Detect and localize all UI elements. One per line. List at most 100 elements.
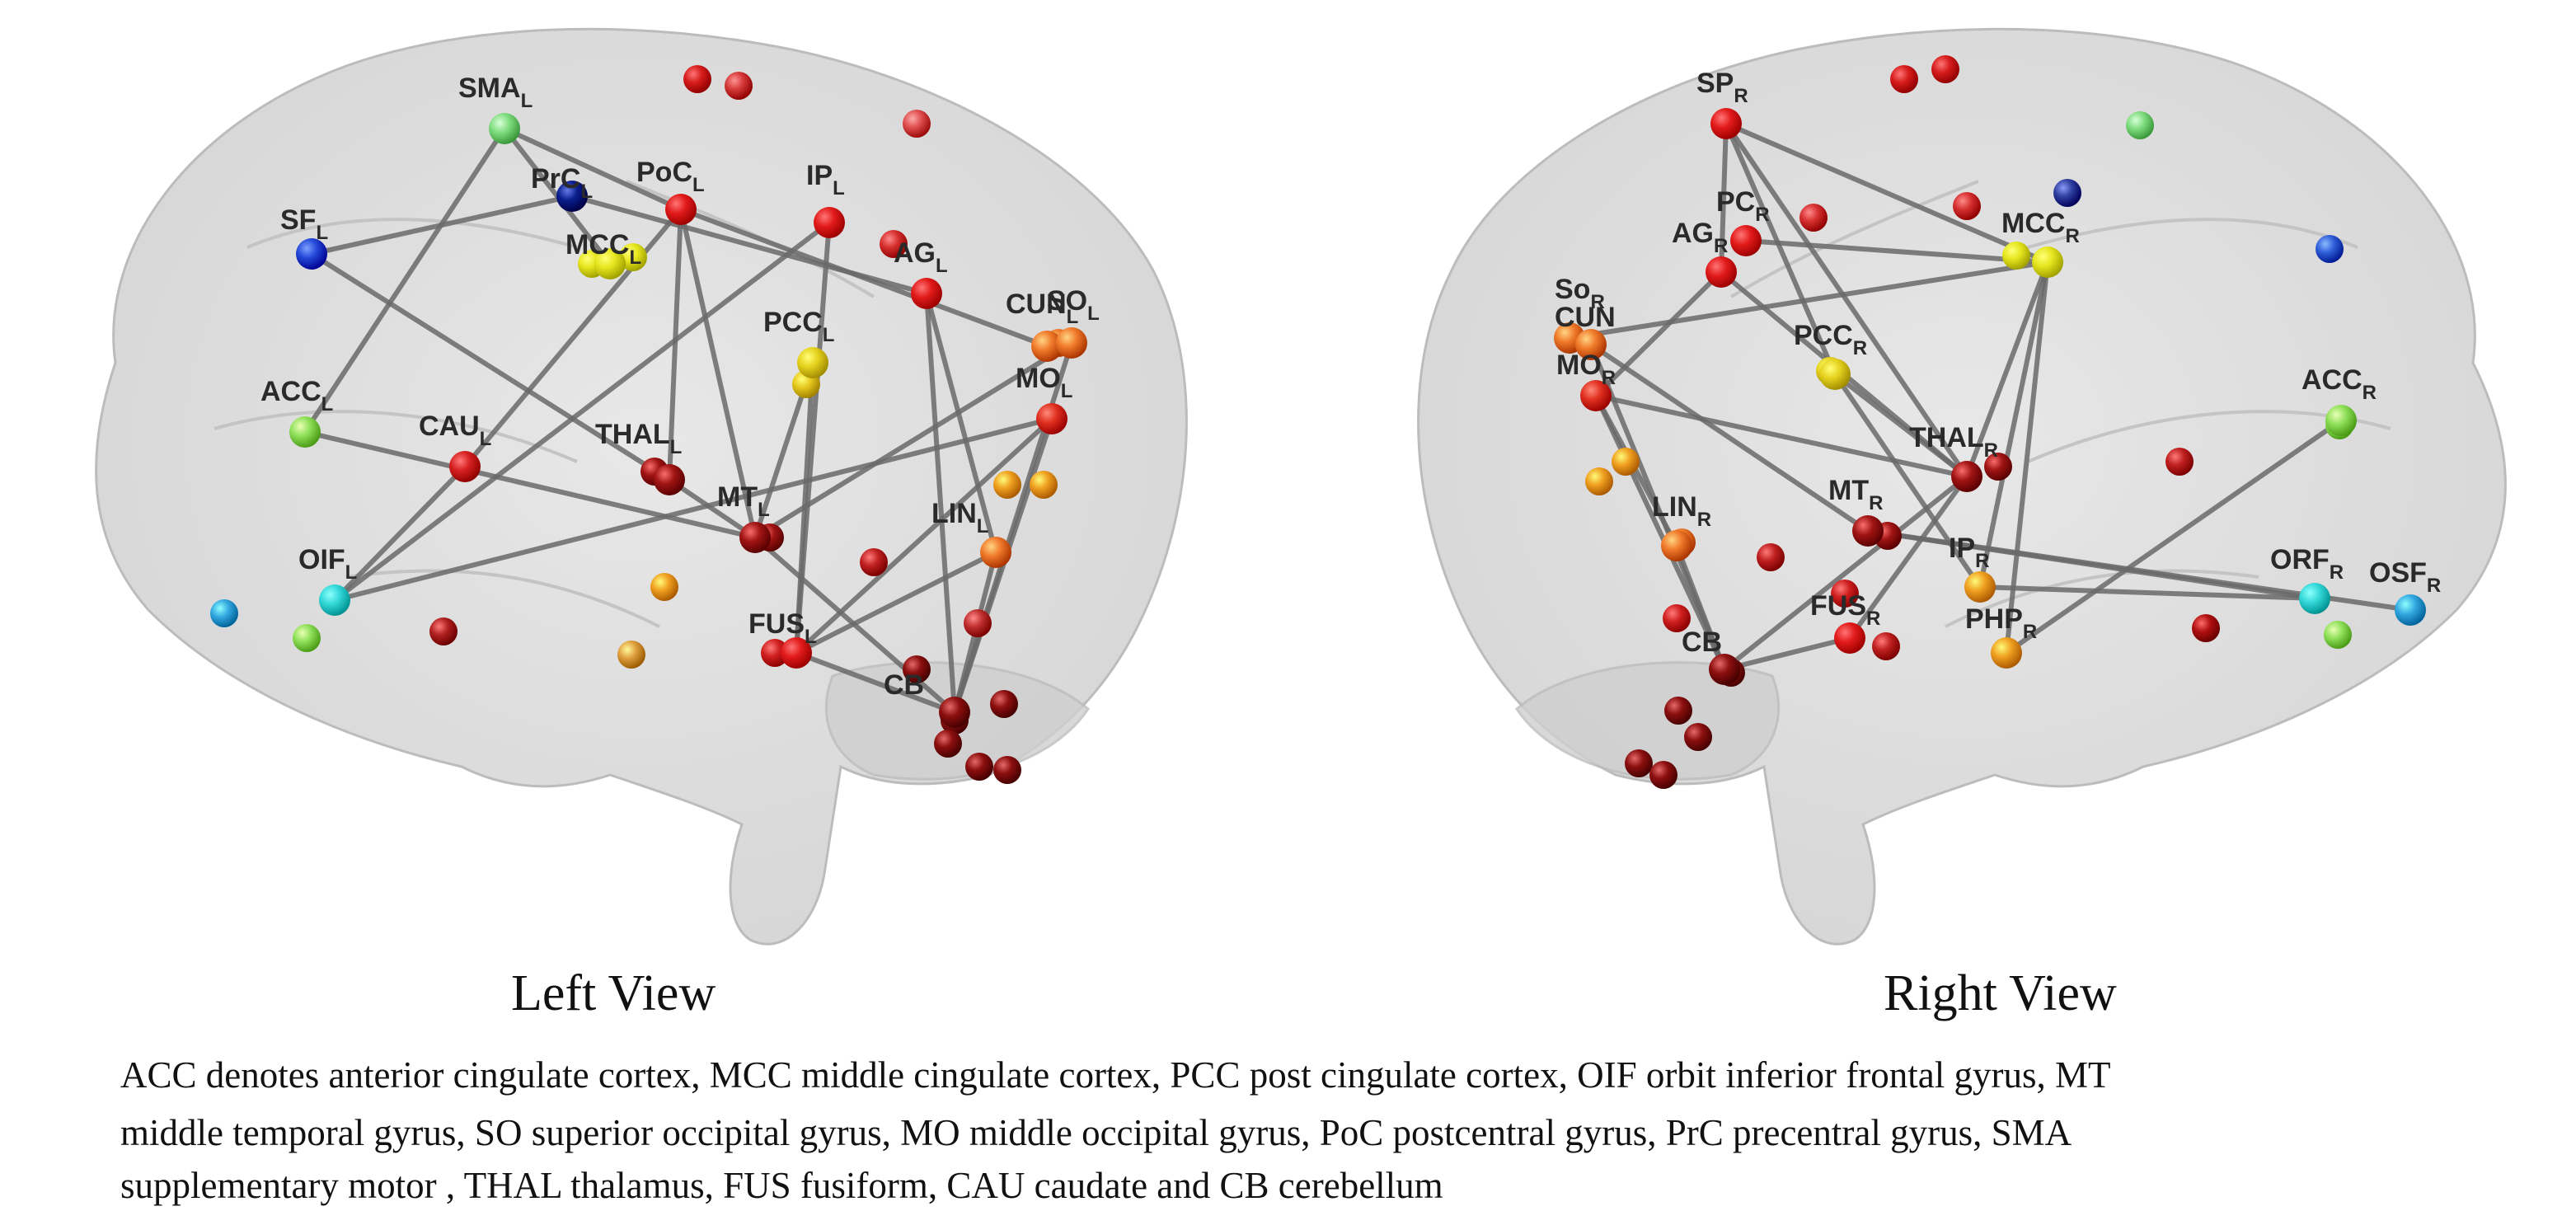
edge-MCC_R-IP_R <box>1978 261 2050 588</box>
right-node-extra-7 <box>2316 235 2344 263</box>
label-sub-OSF_R: R <box>2427 575 2441 597</box>
label-text-MO_R: MO <box>1556 350 1602 381</box>
label-sub-MO_L: L <box>1061 380 1073 402</box>
edge-SP_R-THAL_R <box>1724 122 1969 478</box>
node-CB_R <box>1709 654 1740 685</box>
node-OIF_L <box>319 584 350 616</box>
label-text-CUN_L: CUN <box>1006 289 1067 320</box>
node-ACC_L <box>289 416 321 448</box>
right-node-extra-21 <box>1663 604 1691 632</box>
left-node-extra-12 <box>293 624 321 652</box>
node-IP_R <box>1964 571 1996 603</box>
right-node-extra-19 <box>1831 580 1859 608</box>
label-sub-ACC_R: R <box>2363 382 2377 404</box>
label-FUS_L: FUSL <box>748 608 817 648</box>
label-text-PrC_L: PrC <box>531 163 580 195</box>
label-text-IP_L: IP <box>806 160 833 191</box>
label-CUN_L: CUNL <box>1006 289 1078 328</box>
left-node-extra-15 <box>860 548 888 576</box>
node-SF_L <box>296 238 327 270</box>
label-text-ACC_L: ACC <box>260 376 321 407</box>
label-text-PCC_R: PCC <box>1794 320 1853 351</box>
right-node-extra-15 <box>2165 448 2194 476</box>
label-sub-AG_L: L <box>936 255 948 277</box>
label-sub-AG_R: R <box>1714 235 1728 257</box>
left-node-extra-16 <box>993 471 1021 499</box>
right-node-extra-20 <box>1872 632 1900 660</box>
node-PoC_L <box>665 194 697 225</box>
node-ORF_R <box>2299 583 2330 614</box>
label-ACC_L: ACCL <box>260 376 333 415</box>
label-text-FUS_L: FUS <box>748 608 805 640</box>
edge-MO_R-CB_R <box>1593 394 1727 671</box>
node-MT_R <box>1852 515 1884 547</box>
label-SO_L: SOL <box>1047 285 1100 325</box>
node-CAU_L <box>449 451 481 482</box>
left-view-title: Left View <box>511 965 716 1021</box>
right-node-extra-12 <box>1585 467 1613 495</box>
label-MO_R: MOR <box>1556 350 1616 389</box>
node-FUS_R <box>1834 622 1865 654</box>
label-FUS_R: FUSR <box>1810 590 1880 630</box>
label-text-SP_R: SP <box>1696 68 1734 99</box>
label-text-PoC_L: PoC <box>636 157 692 188</box>
edge-PCC_R-THAL_R <box>1833 372 1968 479</box>
node-THAL_R <box>1951 461 1982 492</box>
caption-line-3: supplementary motor , THAL thalamus, FUS… <box>120 1165 1443 1206</box>
label-CB_L: CB <box>884 669 924 701</box>
edge-SMA_L-PoC_L <box>503 126 683 212</box>
label-text-MT_L: MT <box>717 481 758 513</box>
node-PoC_R <box>1730 225 1762 256</box>
right-brain-fold <box>1729 180 2391 628</box>
label-sub-PCC_R: R <box>1853 337 1867 359</box>
left-node-extra-23 <box>934 730 962 758</box>
label-sub-SF_L: L <box>316 222 328 244</box>
label-text-ORF_R: ORF <box>2270 544 2330 575</box>
right-node-extra-1 <box>1931 55 1959 83</box>
node-IP_L <box>814 207 845 238</box>
label-sub-IP_L: L <box>833 177 845 199</box>
edge-SO_L-MT_L <box>753 340 1073 540</box>
right-node-extra-9 <box>1984 453 2012 481</box>
label-SO_R: SoR <box>1555 274 1605 313</box>
edge-CUN_R-MT_R <box>1589 342 1870 533</box>
left-node-extra-17 <box>1030 471 1058 499</box>
label-text-SF_L: SF <box>280 204 316 236</box>
edge-SP_R-AG_R <box>1719 123 1729 273</box>
edge-MCC_R-THAL_R <box>1964 261 2050 478</box>
label-sub-OIF_L: L <box>345 561 358 584</box>
left-node-extra-11 <box>210 599 238 627</box>
label-sub-FUS_R: R <box>1866 608 1880 630</box>
label-THAL_L: THALL <box>595 419 682 458</box>
right-node-extra-0 <box>1890 65 1918 93</box>
edge-FUS_L-CB_L <box>795 650 956 715</box>
node-MO_R <box>1580 380 1612 411</box>
label-PoC_R: PCR <box>1716 186 1770 226</box>
edge-MO_L-OIF_L <box>334 416 1053 603</box>
label-sub-THAL_R: R <box>1984 439 1998 462</box>
edge-SO_R-MCC_R <box>1569 260 2048 340</box>
label-sub-CUN_L: L <box>1067 306 1079 328</box>
label-sub-PoC_L: L <box>692 174 705 196</box>
edge-PCC_R-IP_R <box>1832 373 1982 589</box>
label-MT_R: MTR <box>1828 475 1883 514</box>
node-PrC_L <box>556 181 588 212</box>
node-CUN_R <box>1575 329 1607 360</box>
label-CB_R: CB <box>1682 627 1722 658</box>
edge-THAL_R-CB_R <box>1723 474 1968 672</box>
label-PrC_L: PrCL <box>531 163 593 203</box>
right-cerebellum <box>1515 661 1781 781</box>
label-sub-ORF_R: R <box>2330 561 2344 584</box>
label-text-PoC_R: PC <box>1716 186 1755 218</box>
left-node-extra-5 <box>880 230 908 258</box>
edge-AG_L-CB_L <box>924 293 957 713</box>
label-OIF_L: OIFL <box>298 544 357 584</box>
label-IP_R: IPR <box>1949 533 1989 572</box>
label-LIN_L: LINL <box>931 498 988 537</box>
label-SF_L: SFL <box>280 204 328 244</box>
edge-PoC_R-MCC_R <box>1745 238 2048 265</box>
label-sub-MT_L: L <box>758 499 770 521</box>
label-sub-CAU_L: L <box>480 428 492 450</box>
left-node-extra-0 <box>683 65 711 93</box>
label-sub-IP_R: R <box>1975 550 1989 572</box>
